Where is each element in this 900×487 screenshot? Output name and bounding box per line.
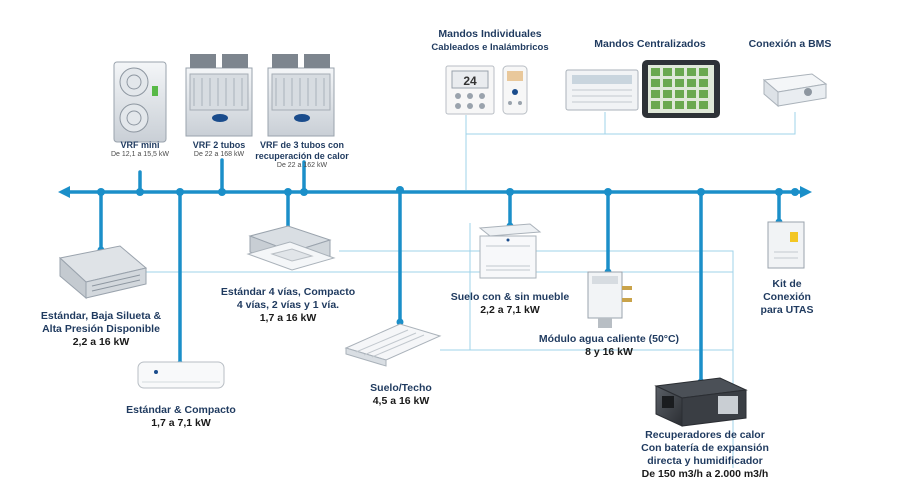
ceiling-floor-line-1: Suelo/Techo bbox=[370, 382, 432, 394]
hydro-module bbox=[587, 271, 632, 328]
ducted-label: Estándar, Baja Silueta & Alta Presión Di… bbox=[28, 310, 174, 349]
uta-kit-line-1: Kit de bbox=[772, 278, 802, 290]
centralized-controls-label: Mandos Centralizados bbox=[580, 38, 720, 51]
bus-nodes bbox=[97, 186, 799, 386]
individual-controls-subtitle: Cableados e Inalámbricos bbox=[431, 42, 549, 53]
ducted-line-2: Alta Presión Disponible bbox=[42, 323, 160, 335]
bus-arrow-right bbox=[800, 186, 812, 198]
vrf-mini-label: VRF mini De 12,1 a 15,5 kW bbox=[110, 140, 170, 159]
bus-arrow-left bbox=[58, 186, 70, 198]
bms-gateway bbox=[762, 73, 828, 108]
centralized-controls-title: Mandos Centralizados bbox=[594, 38, 706, 50]
vrf-3-pipe-unit bbox=[267, 54, 335, 137]
ceiling-floor-label: Suelo/Techo 4,5 a 16 kW bbox=[356, 382, 446, 408]
centralized-controllers bbox=[565, 60, 720, 118]
wall-line-1: Estándar & Compacto bbox=[126, 404, 236, 416]
hydro-label: Módulo agua caliente (50°C) 8 y 16 kW bbox=[534, 333, 684, 359]
uta-kit-line-3: para UTAS bbox=[760, 304, 814, 316]
floor-console-range: 2,2 a 7,1 kW bbox=[480, 304, 540, 316]
bms-title: Conexión a BMS bbox=[748, 38, 832, 50]
heat-recovery-line-3: directa y humidificador bbox=[647, 455, 763, 467]
uta-kit-line-2: Conexión bbox=[763, 291, 811, 303]
vrf-3-name-line-1: VRF de 3 tubos con bbox=[259, 140, 344, 150]
ceiling-floor-range: 4,5 a 16 kW bbox=[372, 395, 430, 407]
vrf-2-label: VRF 2 tubos De 22 a 168 kW bbox=[184, 140, 254, 159]
vrf-mini-range: De 12,1 a 15,5 kW bbox=[111, 151, 169, 158]
heat-recovery-unit bbox=[654, 377, 748, 427]
vrf-3-range: De 22 a 162 kW bbox=[276, 162, 328, 169]
cassette-label: Estándar 4 vías, Compacto 4 vías, 2 vías… bbox=[216, 286, 360, 325]
heat-recovery-line-2: Con batería de expansión bbox=[641, 442, 769, 454]
individual-controls-title: Mandos Individuales bbox=[438, 28, 542, 40]
vrf-mini-unit bbox=[113, 61, 167, 143]
heat-recovery-range: De 150 m3/h a 2.000 m3/h bbox=[641, 468, 769, 480]
ducted-range: 2,2 a 16 kW bbox=[72, 336, 130, 348]
vrf-2-pipe-unit bbox=[185, 54, 253, 137]
wall-unit bbox=[137, 361, 225, 389]
vrf-mini-name: VRF mini bbox=[120, 140, 160, 150]
uta-kit-box bbox=[767, 221, 805, 269]
vrf-3-name-line-2: recuperación de calor bbox=[255, 151, 349, 161]
hydro-line-1: Módulo agua caliente (50°C) bbox=[538, 333, 680, 345]
cassette-unit bbox=[246, 225, 336, 271]
wall-label: Estándar & Compacto 1,7 a 7,1 kW bbox=[116, 404, 246, 430]
cassette-line-2: 4 vías, 2 vías y 1 vía. bbox=[236, 299, 340, 311]
refrigerant-bus bbox=[68, 158, 802, 384]
ducted-unit bbox=[58, 245, 148, 300]
heat-recovery-label: Recuperadores de calor Con batería de ex… bbox=[622, 429, 788, 481]
vrf-3-label: VRF de 3 tubos con recuperación de calor… bbox=[252, 140, 352, 170]
wall-range: 1,7 a 7,1 kW bbox=[151, 417, 211, 429]
heat-recovery-line-1: Recuperadores de calor bbox=[645, 429, 765, 441]
individual-controllers: 24 bbox=[445, 65, 528, 115]
cassette-line-1: Estándar 4 vías, Compacto bbox=[220, 286, 356, 298]
floor-console-label: Suelo con & sin mueble 2,2 a 7,1 kW bbox=[448, 291, 572, 317]
cassette-range: 1,7 a 16 kW bbox=[259, 312, 317, 324]
floor-console-unit bbox=[478, 223, 542, 279]
floor-console-line-1: Suelo con & sin mueble bbox=[450, 291, 570, 303]
vrf-2-name: VRF 2 tubos bbox=[192, 140, 246, 150]
ceiling-floor-unit bbox=[344, 323, 442, 367]
individual-controls-label: Mandos Individuales Cableados e Inalámbr… bbox=[420, 28, 560, 54]
controller-display-value: 24 bbox=[463, 74, 477, 88]
vrf-2-range: De 22 a 168 kW bbox=[193, 151, 245, 158]
uta-kit-label: Kit de Conexión para UTAS bbox=[752, 278, 822, 317]
ducted-line-1: Estándar, Baja Silueta & bbox=[40, 310, 162, 322]
bms-label: Conexión a BMS bbox=[740, 38, 840, 51]
hydro-range: 8 y 16 kW bbox=[585, 346, 633, 358]
